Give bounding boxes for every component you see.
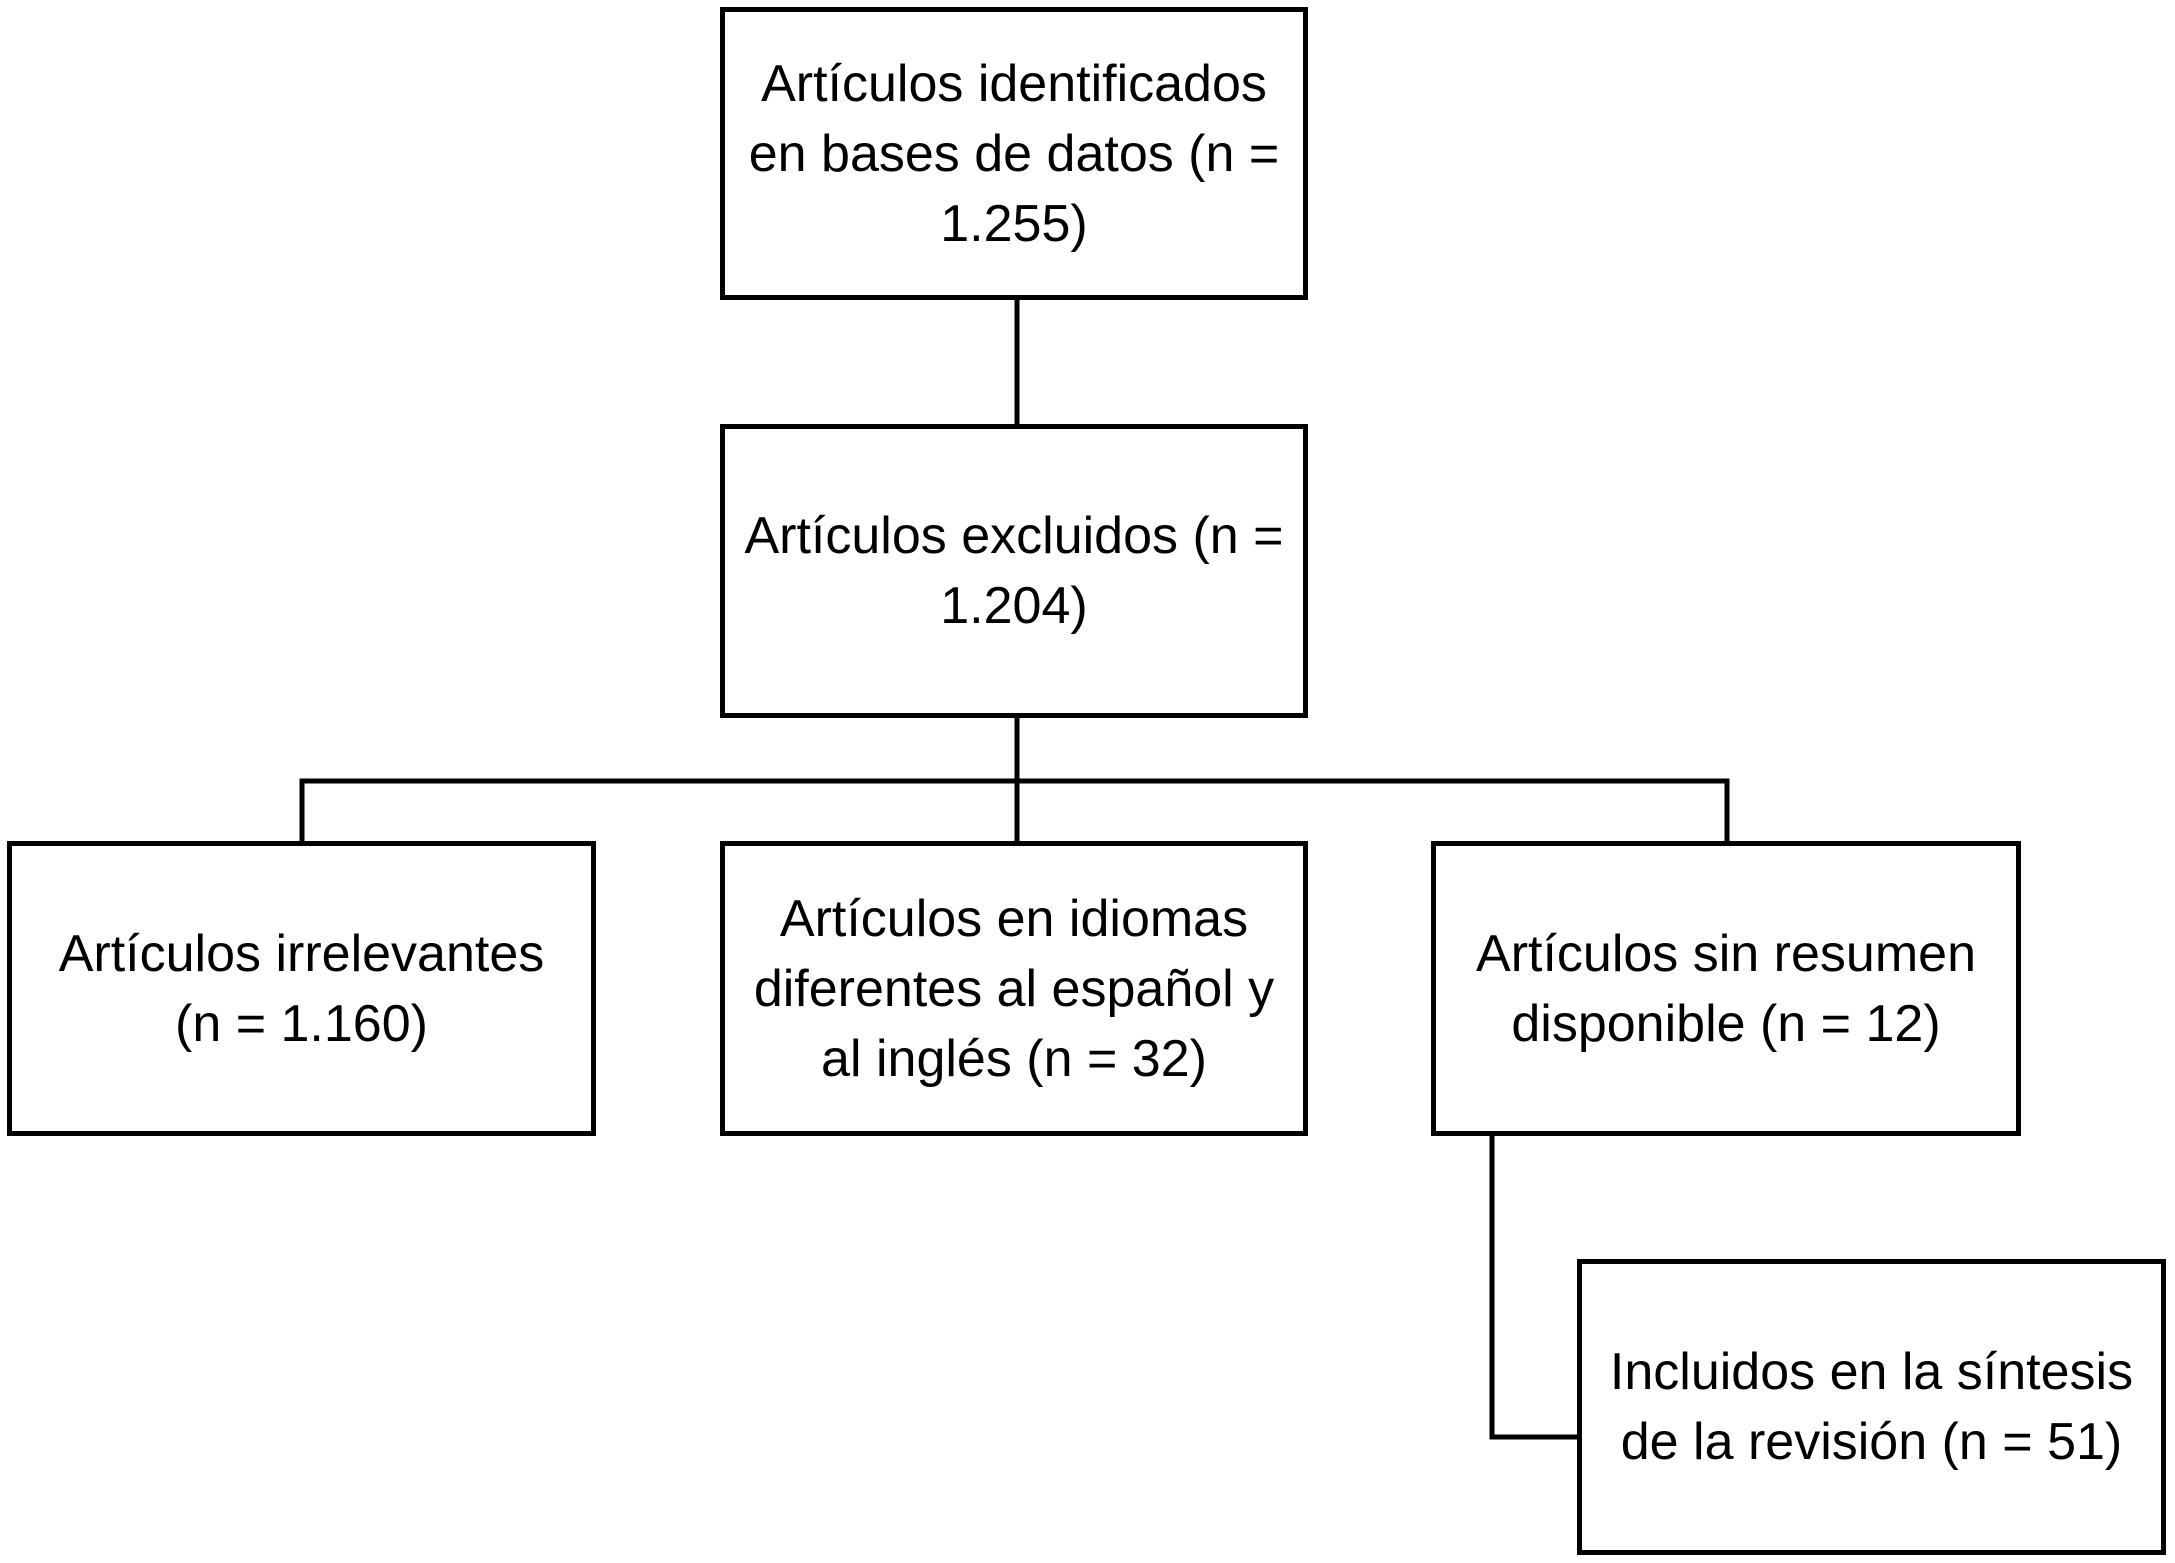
box-articles-included: Incluidos en la síntesis de la revisión … (1577, 1259, 2166, 1555)
box-articles-irrelevant: Artículos irrelevantes (n = 1.160) (7, 841, 596, 1136)
box-articles-identified: Artículos identificados en bases de dato… (720, 7, 1308, 300)
box-articles-other-languages: Artículos en idiomas diferentes al españ… (720, 841, 1308, 1136)
box-text-line: Artículos irrelevantes (58, 924, 545, 983)
box-text-line: al inglés (n = 32) (821, 1029, 1207, 1088)
box-articles-excluded: Artículos excluidos (n = 1.204) (720, 424, 1308, 718)
box-text-line: Artículos identificados (761, 54, 1267, 113)
connector-no-abstract-to-included (1489, 1133, 1580, 1440)
box-text-line: 1.255) (940, 194, 1088, 253)
box-text-line: en bases de datos (n = (748, 124, 1280, 183)
box-text-line: diferentes al español y (753, 959, 1275, 1018)
box-text-line: Artículos en idiomas (779, 889, 1249, 948)
box-text-line: Artículos sin resumen (1476, 924, 1976, 983)
box-text-line: de la revisión (n = 51) (1620, 1413, 2123, 1471)
box-text-line: Incluidos en la síntesis (1609, 1343, 2134, 1401)
box-text-line: disponible (n = 12) (1511, 994, 1941, 1053)
box-articles-no-abstract: Artículos sin resumen disponible (n = 12… (1431, 841, 2021, 1136)
box-text-line: 1.204) (940, 577, 1088, 635)
box-text-line: Artículos excluidos (n = (744, 507, 1284, 565)
box-text-line: (n = 1.160) (175, 994, 428, 1053)
